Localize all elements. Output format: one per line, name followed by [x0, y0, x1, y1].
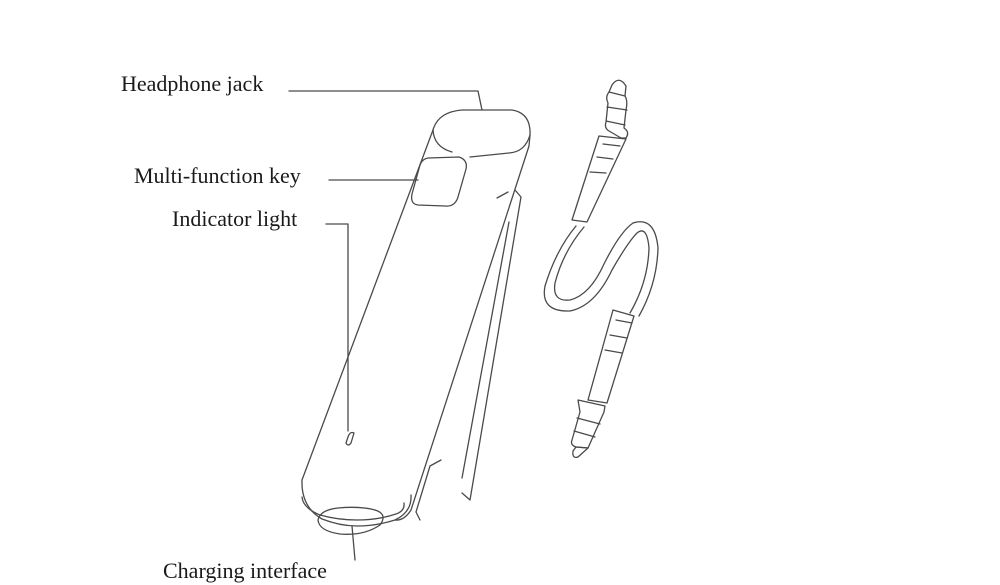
headphone-jack-label: Headphone jack: [121, 71, 264, 96]
device-body: [302, 110, 530, 526]
multi-function-key-label: Multi-function key: [134, 163, 301, 188]
audio-cable: [544, 80, 658, 457]
leader-indicator-light: [326, 224, 348, 431]
leader-headphone-jack: [289, 91, 482, 110]
charging-port-shape: [302, 497, 404, 534]
leader-charging-interface: [352, 526, 355, 560]
indicator-light-label: Indicator light: [172, 206, 298, 231]
multi-function-key-shape: [412, 157, 467, 206]
charging-interface-label: Charging interface: [163, 558, 327, 583]
belt-clip: [416, 190, 521, 520]
indicator-light-shape: [346, 433, 354, 446]
